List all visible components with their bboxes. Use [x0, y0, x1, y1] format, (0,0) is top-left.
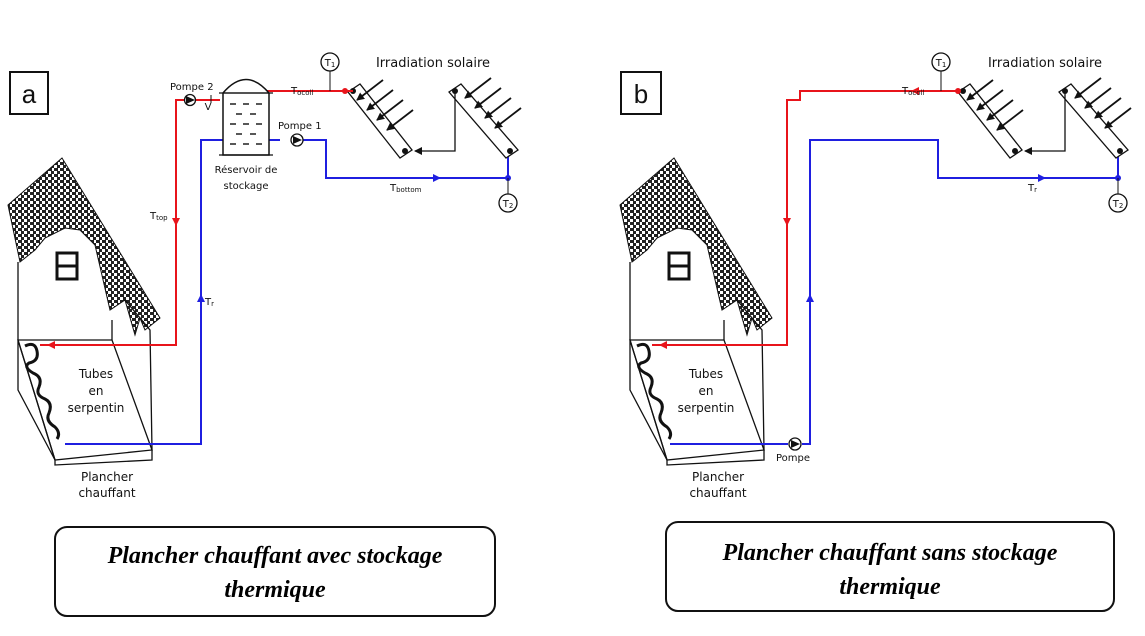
pump-label-b: Pompe — [776, 453, 810, 464]
tank-label-1: Réservoir de — [215, 164, 278, 176]
roof-a — [7, 157, 161, 337]
valve-label: V — [205, 102, 212, 113]
pipe-collector-to-floor — [652, 90, 958, 346]
house-b — [619, 157, 773, 466]
panel-a: a Tubes en serpentin Plancher chauffant — [7, 52, 522, 617]
pump-icon-b — [788, 437, 802, 451]
sun-label-a: Irradiation solaire — [376, 56, 490, 71]
t-r-label-a: Tr — [204, 297, 214, 308]
tubes-label-a-3: serpentin — [68, 401, 125, 415]
sun-rays-b — [966, 77, 1132, 131]
solar-collectors-a — [329, 70, 519, 159]
t-bottom-label: Tbottom — [389, 183, 422, 194]
tubes-label-a-2: en — [89, 384, 104, 398]
panel-b: b Tubes en serpentin Plancher chauffant — [619, 52, 1132, 612]
sun-rays-a — [356, 77, 522, 131]
pipe-return-to-collector — [802, 139, 1119, 445]
serpentine-coil-a — [24, 342, 61, 440]
caption-box-b — [665, 521, 1115, 612]
panel-b-letter-box — [620, 71, 662, 115]
sensor-t1-a — [320, 52, 340, 72]
sensor-t1-b-label: T1 — [935, 58, 947, 69]
pump-1-label: Pompe 1 — [278, 121, 322, 132]
sensor-t1-a-label: T1 — [324, 58, 336, 69]
pump-2-icon — [183, 93, 197, 107]
t-coll-label-b: Tocoll — [901, 86, 924, 97]
tank-label-2: stockage — [224, 181, 269, 192]
sensor-t2-b-label: T2 — [1112, 199, 1124, 210]
tubes-label-b-3: serpentin — [678, 401, 735, 415]
floor-label-a-1: Plancher — [81, 470, 133, 484]
pipe-tank-to-collector — [300, 139, 509, 179]
panel-b-letter: b — [634, 79, 648, 109]
solar-collectors-b — [940, 70, 1129, 159]
t-r-label-b: Tr — [1027, 183, 1037, 194]
panel-a-letter: a — [22, 79, 37, 109]
floor-label-a-2: chauffant — [78, 486, 135, 500]
sensor-t2-a — [498, 193, 518, 213]
serpentine-coil-b — [636, 342, 673, 440]
floor-label-b-2: chauffant — [689, 486, 746, 500]
sensor-t1-b — [931, 52, 951, 72]
sensor-t2-a-label: T2 — [502, 199, 514, 210]
caption-box-a — [54, 526, 496, 617]
caption-b-line1: Plancher chauffant sans stockage — [722, 540, 1058, 566]
tubes-label-b-1: Tubes — [688, 367, 723, 381]
house-a — [7, 157, 161, 466]
panel-a-letter-box — [9, 71, 49, 115]
tubes-label-b-2: en — [699, 384, 714, 398]
t-top-label: Ttop — [149, 211, 168, 222]
sensor-t2-b — [1108, 193, 1128, 213]
caption-a-line1: Plancher chauffant avec stockage — [107, 543, 443, 569]
storage-tank-a — [219, 78, 273, 156]
roof-b — [619, 157, 773, 337]
caption-b-line2: thermique — [839, 574, 941, 600]
sun-label-b: Irradiation solaire — [988, 56, 1102, 71]
tubes-label-a-1: Tubes — [78, 367, 113, 381]
t-coll-label-a: Tocoll — [290, 86, 313, 97]
pump-2-label: Pompe 2 — [170, 82, 214, 93]
pump-1-icon — [290, 133, 304, 147]
caption-a-line2: thermique — [224, 577, 326, 603]
floor-label-b-1: Plancher — [692, 470, 744, 484]
